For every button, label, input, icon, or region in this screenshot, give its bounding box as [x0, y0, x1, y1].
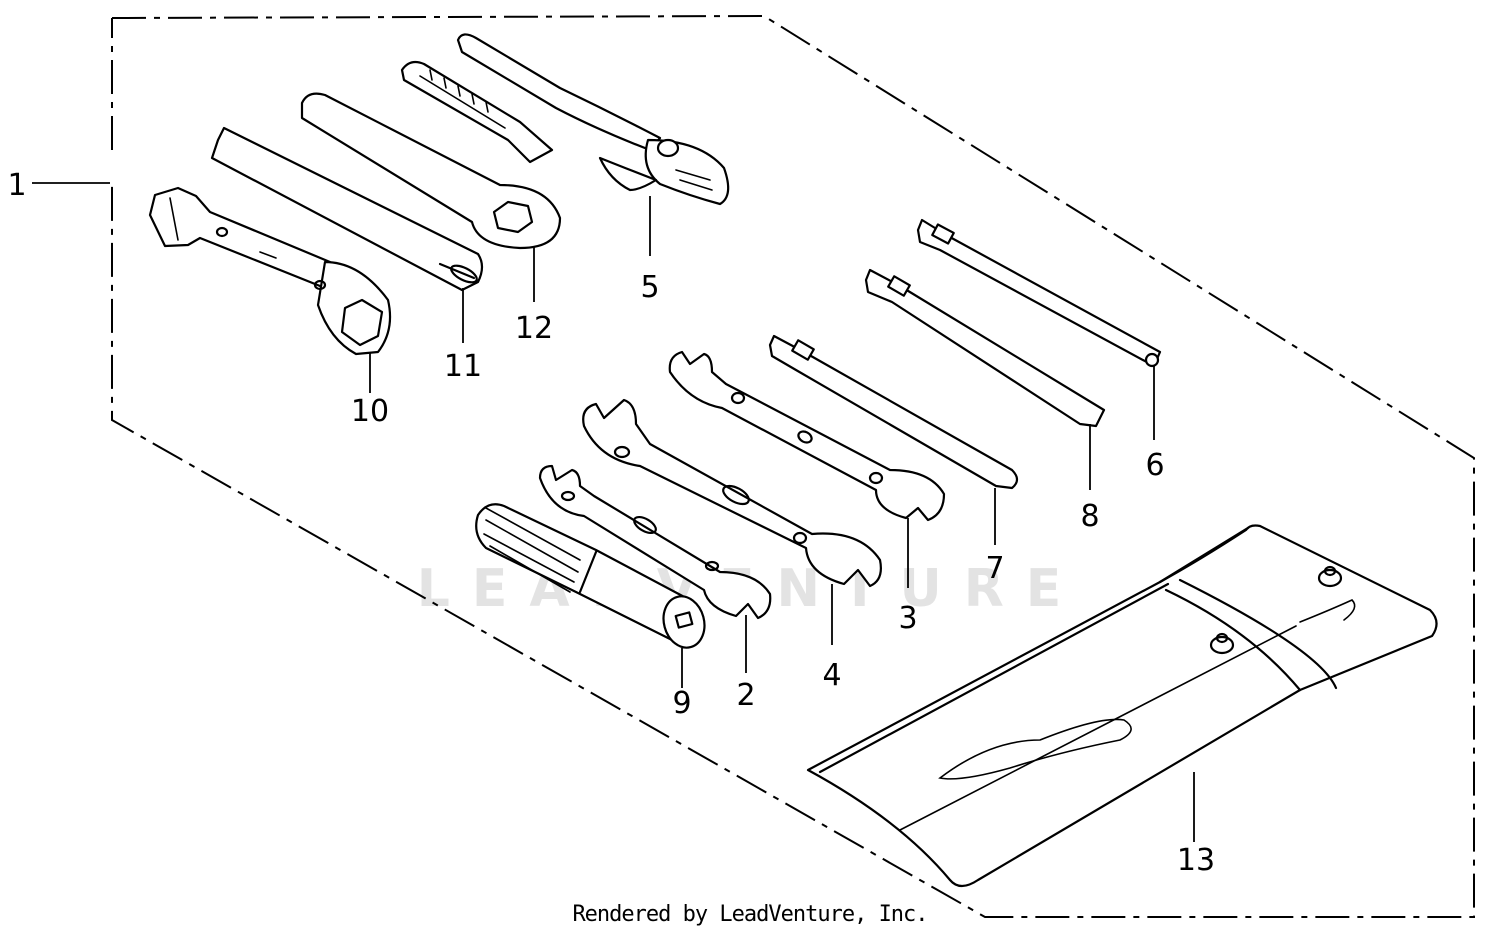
callout-13-label: 13: [1177, 843, 1215, 878]
open-end-wrench-2: [538, 464, 772, 620]
callout-11-label: 11: [444, 349, 482, 384]
callout-7: 7: [985, 488, 1005, 586]
open-end-wrench-4: [582, 398, 882, 588]
screwdriver-blade-6: [916, 218, 1162, 368]
callout-1-label: 1: [7, 168, 26, 203]
callout-6-label: 6: [1145, 448, 1164, 483]
callout-9: 9: [672, 648, 692, 721]
callout-3: 3: [898, 518, 918, 636]
callout-2-label: 2: [736, 678, 755, 713]
callout-8-label: 8: [1080, 499, 1099, 534]
plug-wrench-tool: [148, 186, 392, 356]
callout-4: 4: [822, 584, 842, 693]
assembly-boundary: [111, 14, 1475, 918]
callout-6: 6: [1145, 366, 1165, 483]
callout-10: 10: [351, 352, 389, 429]
callout-10-label: 10: [351, 394, 389, 429]
callout-12-label: 12: [515, 311, 553, 346]
callout-12: 12: [515, 246, 553, 346]
callout-5-label: 5: [640, 270, 659, 305]
open-end-wrench-3: [668, 350, 946, 522]
callout-5: 5: [640, 196, 660, 305]
tool-handle-bar: [210, 126, 484, 292]
callout-9-label: 9: [672, 686, 691, 721]
screwdriver-handle: [475, 503, 706, 649]
callout-11: 11: [444, 288, 482, 384]
callout-8: 8: [1080, 424, 1100, 534]
screwdriver-bit-7: [768, 334, 1019, 490]
callout-7-label: 7: [985, 551, 1004, 586]
hex-ring-wrench: [300, 92, 562, 250]
pliers-tool: [400, 33, 730, 206]
tool-bag: [806, 524, 1438, 888]
callout-13: 13: [1177, 772, 1215, 878]
callout-3-label: 3: [898, 601, 917, 636]
render-credit: Rendered by LeadVenture, Inc.: [572, 902, 928, 927]
callout-1: 1: [7, 168, 110, 203]
callout-4-label: 4: [822, 658, 841, 693]
callout-2: 2: [736, 615, 756, 713]
screwdriver-bit-8: [864, 268, 1106, 428]
